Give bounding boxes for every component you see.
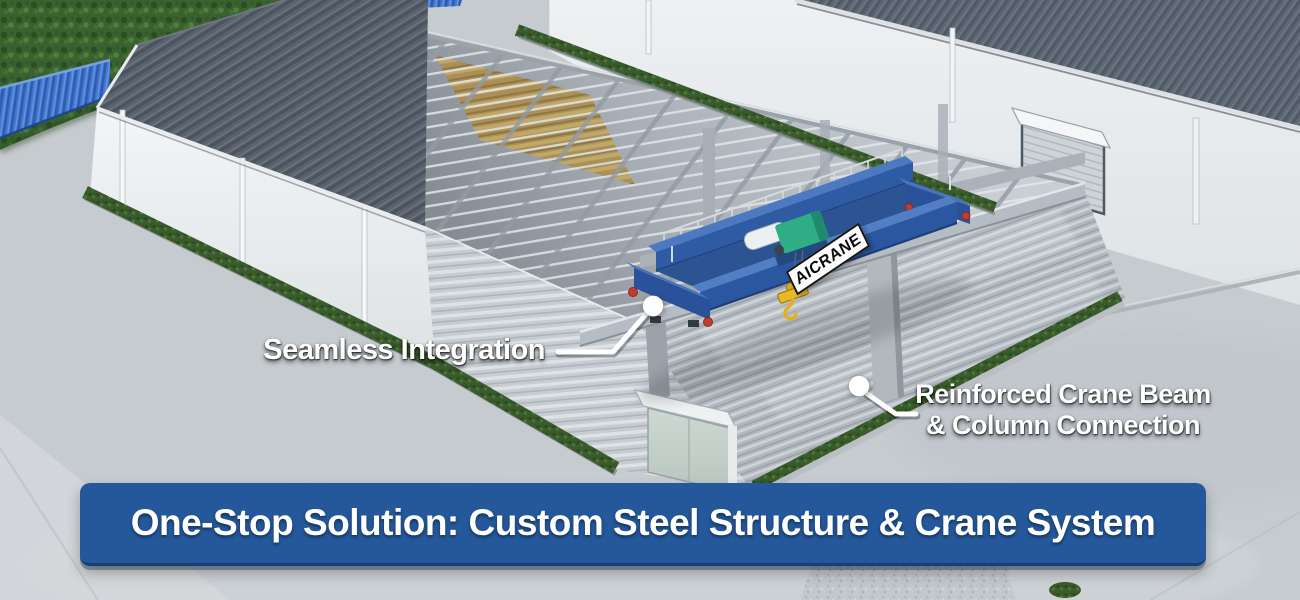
support-column	[820, 120, 830, 212]
boundary-fence	[0, 0, 462, 140]
hedge	[751, 291, 1123, 491]
bush	[1049, 582, 1081, 598]
buffer	[628, 287, 638, 297]
background-building-roof	[795, 0, 1300, 128]
downspout	[645, 0, 652, 55]
callout-line	[863, 390, 919, 417]
caption-banner: One-Stop Solution: Custom Steel Structur…	[80, 483, 1206, 566]
far-eave-beam	[424, 33, 1086, 188]
callout-line	[555, 309, 651, 355]
downspout	[1192, 117, 1200, 225]
hedge	[82, 186, 620, 474]
callout-seamless-leader	[555, 295, 665, 358]
roof-steel-frame	[423, 30, 1086, 332]
crane-end-truck	[626, 246, 713, 327]
hedge	[514, 24, 998, 214]
door-hood	[1010, 107, 1112, 149]
crane-trolley	[743, 210, 830, 267]
callout-label-seamless-integration: Seamless Integration	[263, 334, 545, 366]
support-column	[938, 104, 948, 190]
gutter	[794, 0, 1300, 130]
callout-reinforced-leader	[848, 375, 921, 420]
downspout	[949, 27, 956, 123]
callout-label-line2: & Column Connection	[926, 410, 1200, 440]
caption-banner-text: One-Stop Solution: Custom Steel Structur…	[130, 502, 1156, 543]
gravel-strip	[800, 558, 1015, 600]
buffer	[961, 211, 971, 221]
crane-shadow	[639, 277, 971, 403]
downspout	[239, 157, 246, 273]
gable-fascia	[95, 44, 139, 109]
finished-roof	[95, 0, 428, 228]
callout-label-line1: Reinforced Crane Beam	[915, 379, 1211, 409]
callout-dot-icon	[642, 295, 664, 317]
downspout	[119, 109, 126, 213]
crane-railing	[663, 148, 903, 246]
downspout	[361, 205, 368, 333]
callout-dot-icon	[848, 375, 870, 397]
buffer	[703, 317, 713, 327]
callout-label-reinforced-connection: Reinforced Crane Beam & Column Connectio…	[912, 379, 1214, 441]
hoist-motor	[774, 245, 784, 255]
overhead-crane	[626, 148, 971, 403]
